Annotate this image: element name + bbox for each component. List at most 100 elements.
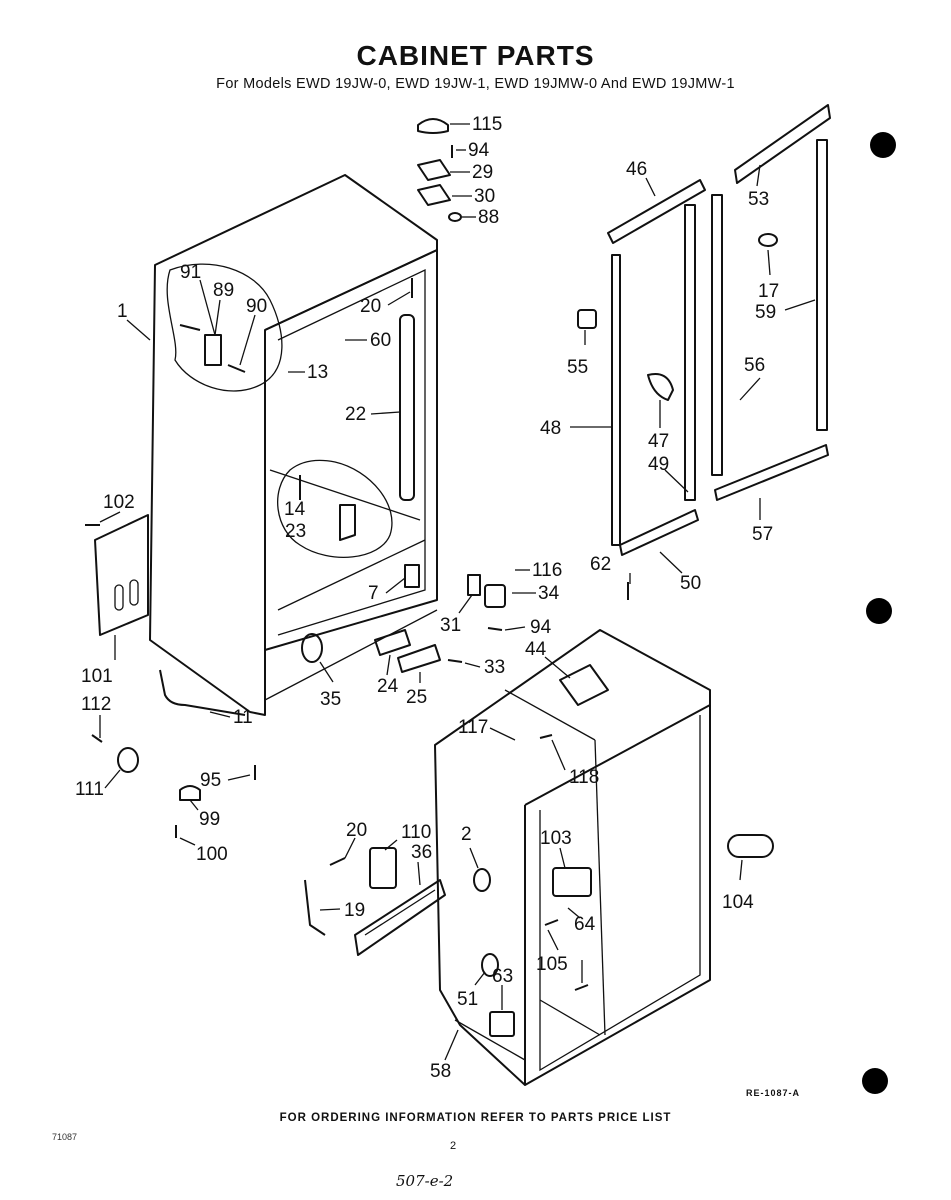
- callout-19: 19: [344, 900, 365, 921]
- callout-30: 30: [474, 186, 495, 207]
- callout-33: 33: [484, 657, 505, 678]
- plate-24: [374, 629, 411, 656]
- callout-1: 1: [117, 301, 128, 322]
- screw-118: [539, 734, 553, 739]
- plate-25: [397, 644, 441, 673]
- screw-112: [91, 734, 103, 743]
- callout-56: 56: [744, 355, 765, 376]
- light-socket-17: [758, 233, 778, 247]
- callout-23: 23: [285, 521, 306, 542]
- callout-104: 104: [722, 892, 754, 913]
- screw-94b: [487, 627, 503, 631]
- screw-33: [447, 659, 463, 663]
- callout-88: 88: [478, 207, 499, 228]
- callout-62: 62: [590, 554, 611, 575]
- detail-bubble-hinge: [166, 263, 283, 392]
- callout-95: 95: [200, 770, 221, 791]
- callout-20b: 20: [346, 820, 367, 841]
- callout-14: 14: [284, 499, 306, 520]
- handwritten-note: 507-e-2: [396, 1172, 454, 1190]
- screw-105: [574, 984, 589, 991]
- callout-110: 110: [401, 822, 431, 843]
- callout-94b: 94: [530, 617, 552, 638]
- callout-49: 49: [648, 454, 669, 475]
- reference-code: RE-1087-A: [746, 1088, 801, 1098]
- callout-50: 50: [680, 573, 701, 594]
- callout-46: 46: [626, 159, 647, 180]
- callout-13: 13: [307, 362, 328, 383]
- callout-60: 60: [370, 330, 391, 351]
- shelf-support-34: [484, 584, 506, 608]
- callout-51: 51: [457, 989, 478, 1010]
- interior-breaker-strip-22: [399, 314, 415, 501]
- callout-111: 111: [75, 779, 104, 800]
- callout-101: 101: [81, 666, 113, 687]
- callout-58: 58: [430, 1061, 451, 1082]
- drain-trough-110: [369, 847, 397, 889]
- callout-63: 63: [492, 966, 513, 987]
- door-breaker-frame-left: [607, 179, 706, 556]
- screw-64: [544, 919, 559, 926]
- corner-code: 71087: [52, 1132, 78, 1142]
- bracket-19: [304, 879, 326, 936]
- cold-control-103: [552, 867, 592, 897]
- punch-hole-bottom: [862, 1068, 888, 1094]
- callout-34: 34: [538, 583, 560, 604]
- callout-29: 29: [472, 162, 493, 183]
- callout-112: 112: [81, 694, 111, 715]
- punch-hole-top: [870, 132, 896, 158]
- callout-47: 47: [648, 431, 669, 452]
- callout-31: 31: [440, 615, 461, 636]
- callout-99: 99: [199, 809, 220, 830]
- callout-64: 64: [574, 914, 596, 935]
- punch-hole-middle: [866, 598, 892, 624]
- door-handle-part-47: [647, 373, 674, 401]
- plug-2: [473, 868, 491, 892]
- callout-25: 25: [406, 687, 427, 708]
- light-shield-63: [489, 1011, 515, 1037]
- callout-17: 17: [758, 281, 779, 302]
- door-breaker-frame-right: [711, 104, 831, 501]
- screw-20b: [329, 857, 346, 866]
- callout-103: 103: [540, 828, 572, 849]
- page-title: CABINET PARTS: [356, 40, 595, 71]
- page-number: 2: [450, 1140, 457, 1152]
- hinge-parts-29-30-88: [417, 145, 462, 222]
- callout-102: 102: [103, 492, 135, 513]
- callout-7: 7: [368, 583, 379, 604]
- light-switch-104: [727, 834, 774, 858]
- hinge-bracket-44: [559, 664, 609, 706]
- callout-22: 22: [345, 404, 366, 425]
- clip-7: [404, 564, 420, 588]
- callout-59: 59: [755, 302, 776, 323]
- callout-48: 48: [540, 418, 561, 439]
- model-subtitle: For Models EWD 19JW-0, EWD 19JW-1, EWD 1…: [216, 76, 735, 92]
- callout-105: 105: [536, 954, 568, 975]
- spacer-35: [301, 633, 323, 663]
- callout-89: 89: [213, 280, 234, 301]
- callout-57: 57: [752, 524, 773, 545]
- strap-99: [179, 785, 201, 801]
- callout-24: 24: [377, 676, 399, 697]
- shelf-support-31: [467, 574, 481, 596]
- detail-bubble-shelf: [277, 459, 393, 558]
- door-stop-55: [577, 309, 597, 329]
- callout-35: 35: [320, 689, 341, 710]
- upper-cabinet-shell: [149, 174, 438, 716]
- callout-55: 55: [567, 357, 588, 378]
- ordering-info-footer: FOR ORDERING INFORMATION REFER TO PARTS …: [279, 1112, 672, 1124]
- callout-115: 115: [472, 114, 502, 135]
- lower-cabinet-shell: [434, 629, 711, 1086]
- callout-118: 118: [569, 767, 599, 788]
- rear-cover-101: [94, 514, 149, 636]
- callout-94: 94: [468, 140, 490, 161]
- callout-116: 116: [532, 560, 562, 581]
- callout-20: 20: [360, 296, 381, 317]
- plug-51: [481, 953, 499, 977]
- callout-100: 100: [196, 844, 228, 865]
- callout-53: 53: [748, 189, 769, 210]
- callout-labels: 115 94 29 30 88 46 53 17 59 1 91 89 90 2…: [75, 114, 779, 1082]
- hinge-cover-115: [417, 118, 449, 134]
- callout-91: 91: [180, 262, 201, 283]
